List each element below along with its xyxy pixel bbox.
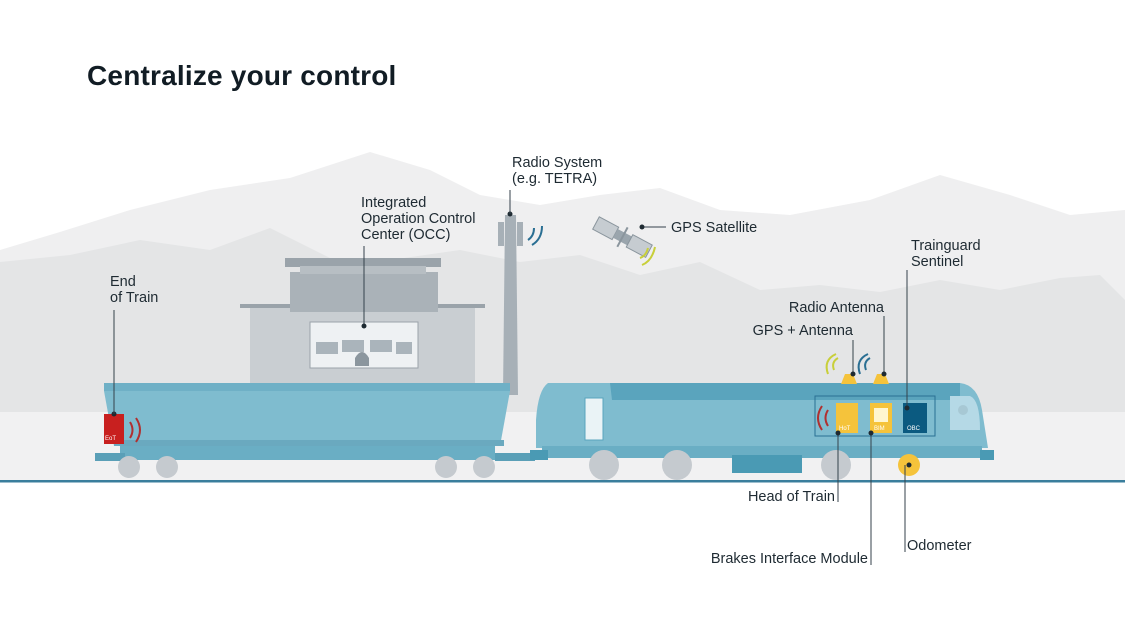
eot-tag: EoT [105,436,117,442]
wagon-wheels [118,456,495,478]
label-trainguard-sentinel: Trainguard Sentinel [911,238,981,270]
label-end-of-train-line2: of Train [110,290,159,306]
eot-device [104,411,141,444]
radio-antenna-unit [857,353,889,384]
freight-wagon [95,383,535,478]
satellite-signal-icon [639,246,656,266]
bim-device [870,403,892,433]
radio-antenna-waves-icon [857,353,871,375]
label-end-of-train: End of Train [110,274,158,306]
occ-monitors [316,340,412,354]
label-radio-system-line2: (e.g. TETRA) [512,171,598,187]
label-end-of-train-line1: End [110,274,136,290]
eot-radio-waves-icon [129,417,141,443]
hot-device [817,403,858,433]
mast-radio-waves-icon [527,225,543,246]
label-radio-system-line1: Radio System [512,155,603,171]
locomotive-wheels [589,450,920,480]
hot-tag: HoT [839,426,851,432]
rail-track [0,480,1125,483]
hot-radio-waves-icon [817,405,829,431]
label-occ: Integrated Operation Control Center (OCC… [361,195,475,243]
gps-signal-icon [825,353,839,375]
label-trainguard-line2: Sentinel [911,254,964,270]
radio-mast [498,211,543,395]
label-occ-line1: Integrated [361,195,427,211]
label-gps-satellite: GPS Satellite [671,220,758,236]
operator-icon [355,352,369,366]
bim-tag: BIM [874,426,885,432]
label-brakes-interface-module: Brakes Interface Module [710,551,868,567]
label-odometer: Odometer [907,538,972,554]
label-trainguard-line1: Trainguard [911,238,981,254]
label-occ-line3: Center (OCC) [361,227,451,243]
label-radio-system: Radio System (e.g. TETRA) [512,155,602,187]
label-gps-antenna: GPS + Antenna [752,323,853,339]
page-title: Centralize your control [87,60,397,91]
label-radio-antenna: Radio Antenna [788,300,884,316]
leader-lines [113,190,912,565]
label-occ-line2: Operation Control [361,211,476,227]
label-head-of-train: Head of Train [747,489,835,505]
obc-tag: OBC [907,426,921,432]
